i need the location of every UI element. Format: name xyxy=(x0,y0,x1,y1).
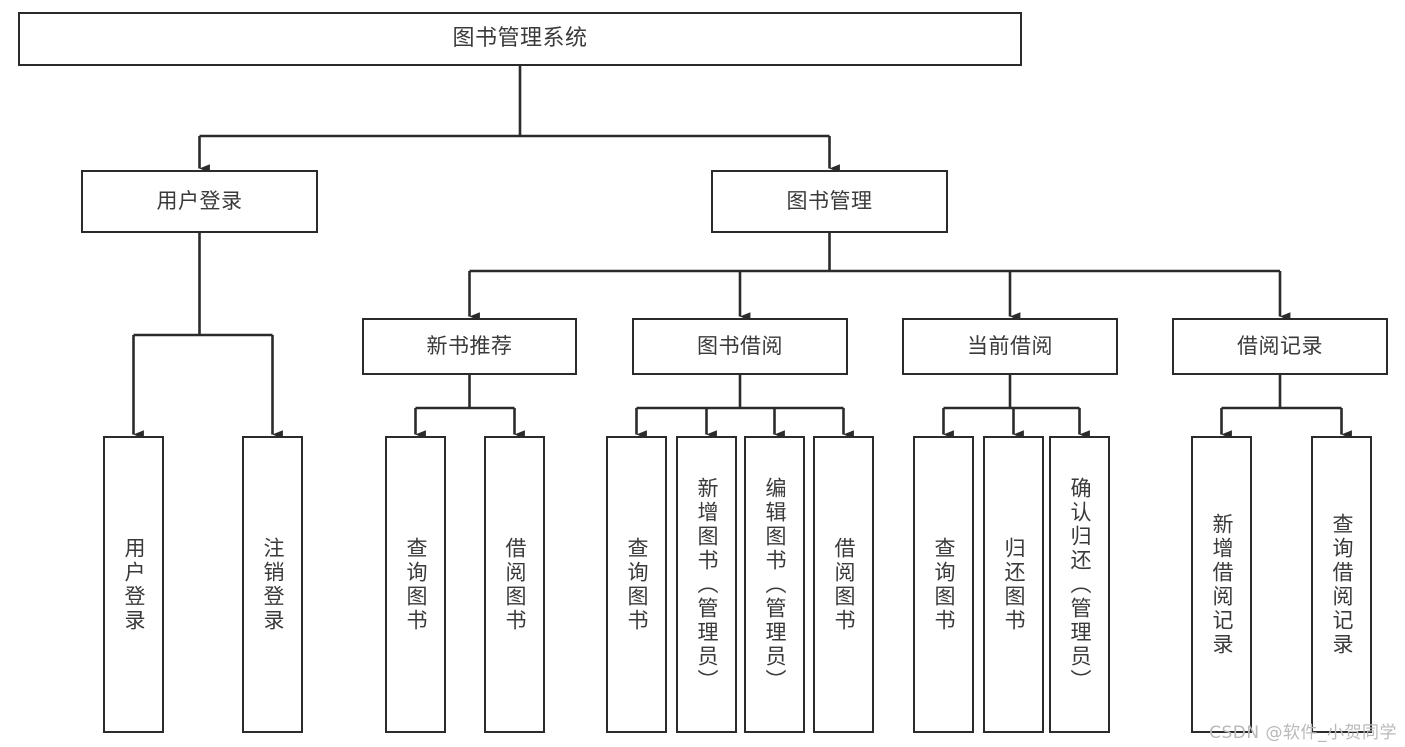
node-root: 图书管理系统 xyxy=(18,12,1022,66)
node-label: 当前借阅 xyxy=(967,334,1053,359)
node-leaf07: 编辑图书（管理员） xyxy=(744,436,805,733)
node-l2d: 借阅记录 xyxy=(1172,318,1388,375)
node-label: 用户登录 xyxy=(122,536,146,633)
node-label: 查询图书 xyxy=(932,536,956,633)
node-leaf12: 新增借阅记录 xyxy=(1191,436,1252,733)
node-leaf04: 借阅图书 xyxy=(484,436,545,733)
node-leaf06: 新增图书（管理员） xyxy=(676,436,737,733)
node-leaf05: 查询图书 xyxy=(606,436,667,733)
node-leaf13: 查询借阅记录 xyxy=(1311,436,1372,733)
node-label: 用户登录 xyxy=(156,189,243,214)
node-label: 归还图书 xyxy=(1002,536,1026,633)
node-l2c: 当前借阅 xyxy=(902,318,1118,375)
node-leaf10: 归还图书 xyxy=(983,436,1044,733)
node-l2a: 新书推荐 xyxy=(362,318,577,375)
node-label: 编辑图书（管理员） xyxy=(763,476,787,693)
node-label: 确认归还（管理员） xyxy=(1068,476,1092,693)
node-label: 借阅记录 xyxy=(1237,334,1323,359)
node-leaf11: 确认归还（管理员） xyxy=(1049,436,1110,733)
node-label: 借阅图书 xyxy=(503,536,527,633)
node-label: 查询图书 xyxy=(625,536,649,633)
node-label: 新增图书（管理员） xyxy=(695,476,719,693)
watermark: CSDN @软件_小贺同学 xyxy=(1209,723,1397,743)
node-l2b: 图书借阅 xyxy=(632,318,848,375)
node-label: 图书管理系统 xyxy=(452,26,588,52)
node-leaf08: 借阅图书 xyxy=(813,436,874,733)
node-label: 借阅图书 xyxy=(832,536,856,633)
node-label: 新增借阅记录 xyxy=(1210,512,1234,657)
node-label: 注销登录 xyxy=(261,536,285,633)
node-label: 查询借阅记录 xyxy=(1330,512,1354,657)
node-label: 图书借阅 xyxy=(697,334,783,359)
node-l1b: 图书管理 xyxy=(711,170,948,233)
node-label: 查询图书 xyxy=(404,536,428,633)
node-leaf03: 查询图书 xyxy=(385,436,446,733)
node-label: 新书推荐 xyxy=(426,334,513,359)
node-label: 图书管理 xyxy=(786,189,873,214)
node-l1a: 用户登录 xyxy=(81,170,318,233)
node-leaf09: 查询图书 xyxy=(913,436,974,733)
node-leaf02: 注销登录 xyxy=(242,436,303,733)
node-leaf01: 用户登录 xyxy=(103,436,164,733)
